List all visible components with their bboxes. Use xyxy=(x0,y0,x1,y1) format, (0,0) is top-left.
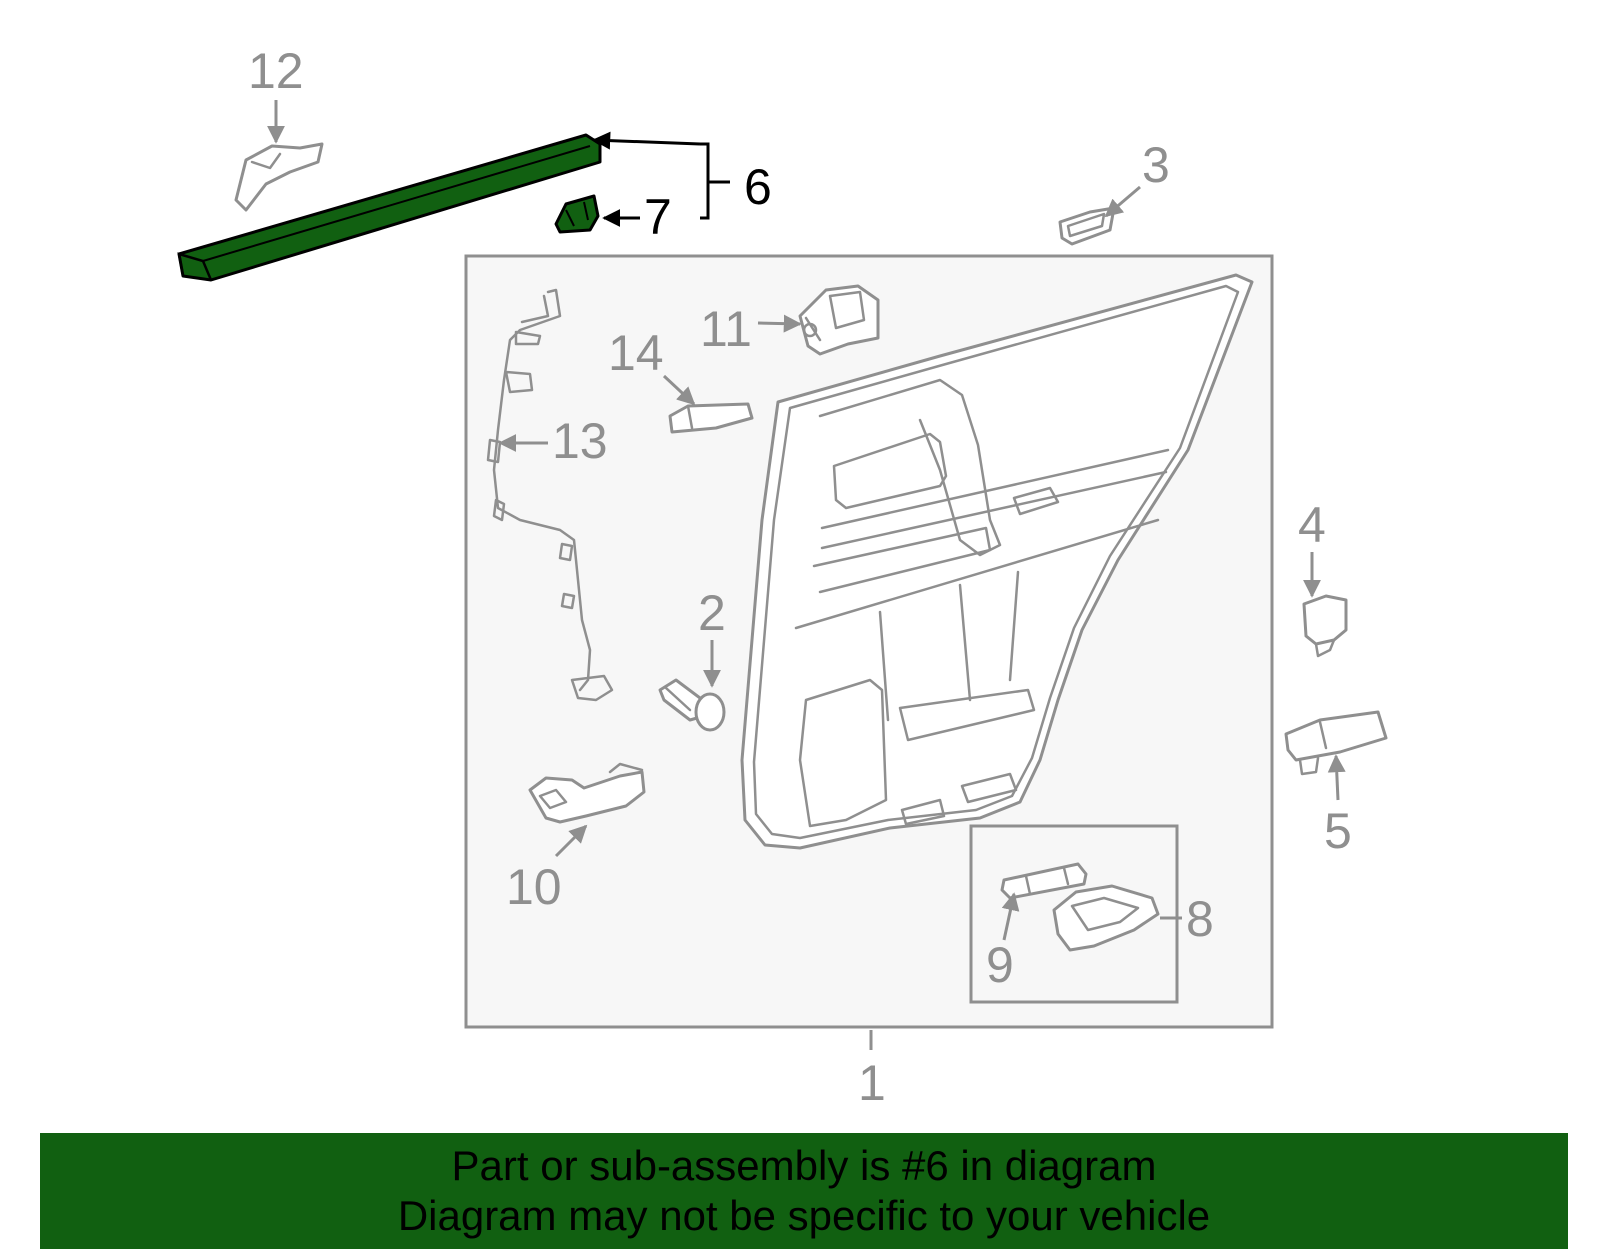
wire-harness-part-13[interactable] xyxy=(486,288,614,702)
callout-9: 9 xyxy=(986,937,1014,993)
window-switch-part-11[interactable] xyxy=(798,284,880,356)
callout-1: 1 xyxy=(858,1055,886,1111)
callout-13: 13 xyxy=(552,413,608,469)
callout-12: 12 xyxy=(248,43,304,99)
door-trim-panel[interactable] xyxy=(740,273,1254,850)
callout-10: 10 xyxy=(506,859,562,915)
inside-handle-part-10[interactable] xyxy=(528,762,646,824)
cover-part-14[interactable] xyxy=(668,402,754,434)
callout-3: 3 xyxy=(1142,137,1170,193)
banner-line-2: Diagram may not be specific to your vehi… xyxy=(397,1192,1211,1239)
callout-8: 8 xyxy=(1186,891,1214,947)
callout-4: 4 xyxy=(1298,497,1326,553)
callout-11: 11 xyxy=(700,301,752,357)
moulding-clip-part-7[interactable] xyxy=(554,194,600,234)
info-banner: Part or sub-assembly is #6 in diagram Di… xyxy=(40,1133,1568,1249)
callout-6: 6 xyxy=(744,159,772,215)
bezel-part-3[interactable] xyxy=(1058,206,1116,246)
bracket-part-12[interactable] xyxy=(234,142,324,212)
fastener-part-2[interactable] xyxy=(658,678,726,732)
callout-14: 14 xyxy=(608,325,664,381)
callout-7: 7 xyxy=(644,189,672,245)
banner-line-1: Part or sub-assembly is #6 in diagram xyxy=(451,1142,1157,1189)
bulb-part-9[interactable] xyxy=(1000,862,1088,900)
bracket-part-5[interactable] xyxy=(1284,710,1388,776)
callout-5: 5 xyxy=(1324,803,1352,859)
callout-2: 2 xyxy=(698,585,726,641)
lamp-housing-part-8[interactable] xyxy=(1052,884,1160,952)
clip-part-4[interactable] xyxy=(1302,594,1348,658)
belt-moulding-part-6[interactable] xyxy=(177,133,602,282)
leader-lines xyxy=(267,100,1346,1050)
